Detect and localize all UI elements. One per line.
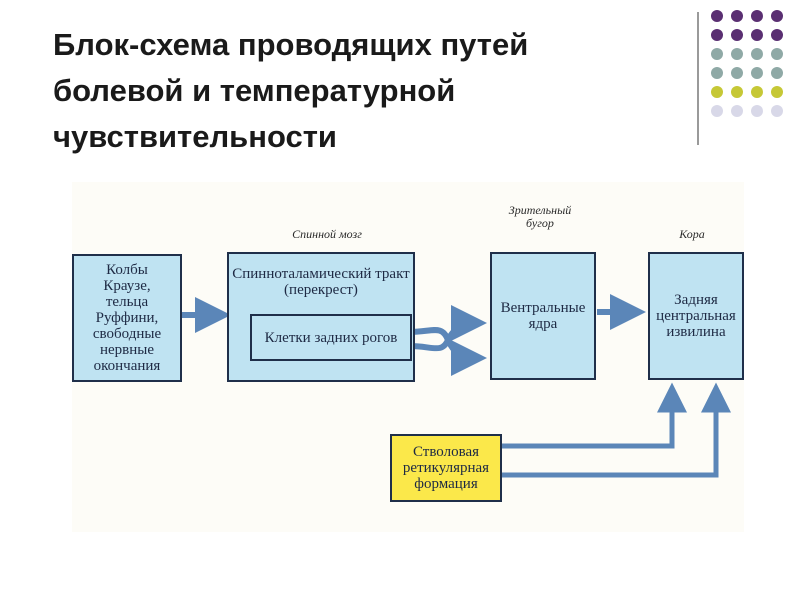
box-postcentral-gyrus: Задняя центральная извилина (648, 252, 744, 380)
arrow-reticular-lower (462, 382, 731, 478)
decor-dot (751, 67, 763, 79)
box-tract-label: Спинноталамический тракт (перекрест) (232, 266, 410, 298)
decor-dot (751, 48, 763, 60)
decor-dot (731, 10, 743, 22)
flowchart-figure: Спинной мозг Зрительный бугор Кора Колбы… (72, 182, 744, 532)
flowchart-connectors (182, 294, 731, 478)
box-ventral-nuclei-label: Вентральные ядра (500, 300, 586, 332)
decor-dot (771, 86, 783, 98)
decor-dot (711, 10, 723, 22)
box-ventral-nuclei: Вентральные ядра (490, 252, 596, 380)
title-line-3: чувствительности (53, 119, 337, 154)
caption-spinal-cord: Спинной мозг (292, 227, 362, 241)
decor-dot (711, 86, 723, 98)
decor-dot (751, 105, 763, 117)
decor-dot (771, 105, 783, 117)
decor-dot (711, 29, 723, 41)
decor-dot (731, 29, 743, 41)
decor-dot (751, 10, 763, 22)
decor-dot (771, 48, 783, 60)
decor-dot (751, 86, 763, 98)
caption-cortex: Кора (679, 227, 705, 241)
decor-dot (771, 67, 783, 79)
box-receptors: Колбы Краузе, тельца Руффини, свободные … (72, 254, 182, 382)
arrow-cross-lower (409, 327, 487, 376)
caption-thalamus: Зрительный бугор (508, 203, 572, 230)
decor-dot (771, 29, 783, 41)
decor-dot (711, 48, 723, 60)
decor-dot (711, 67, 723, 79)
decor-dot (731, 86, 743, 98)
decor-dot (731, 105, 743, 117)
slide-title: Блок-схема проводящих путей болевой и те… (53, 22, 663, 160)
box-postcentral-gyrus-label: Задняя центральная извилина (656, 292, 736, 340)
box-reticular-formation-label: Стволовая ретикулярная формация (402, 444, 490, 492)
decor-dot (711, 105, 723, 117)
decor-dot (751, 29, 763, 41)
box-reticular-formation: Стволовая ретикулярная формация (390, 434, 502, 502)
title-line-2: болевой и температурной (53, 73, 456, 108)
title-line-1: Блок-схема проводящих путей (53, 27, 529, 62)
decorative-dot-grid (711, 10, 791, 130)
arrow-reticular-upper (462, 382, 687, 449)
box-receptors-label: Колбы Краузе, тельца Руффини, свободные … (92, 262, 162, 374)
decor-dot (731, 67, 743, 79)
box-dorsal-horn-label: Клетки задних рогов (264, 329, 398, 346)
box-dorsal-horn-cells: Клетки задних рогов (250, 314, 412, 361)
decor-dot (771, 10, 783, 22)
decor-dot (731, 48, 743, 60)
decorative-divider (697, 12, 699, 145)
